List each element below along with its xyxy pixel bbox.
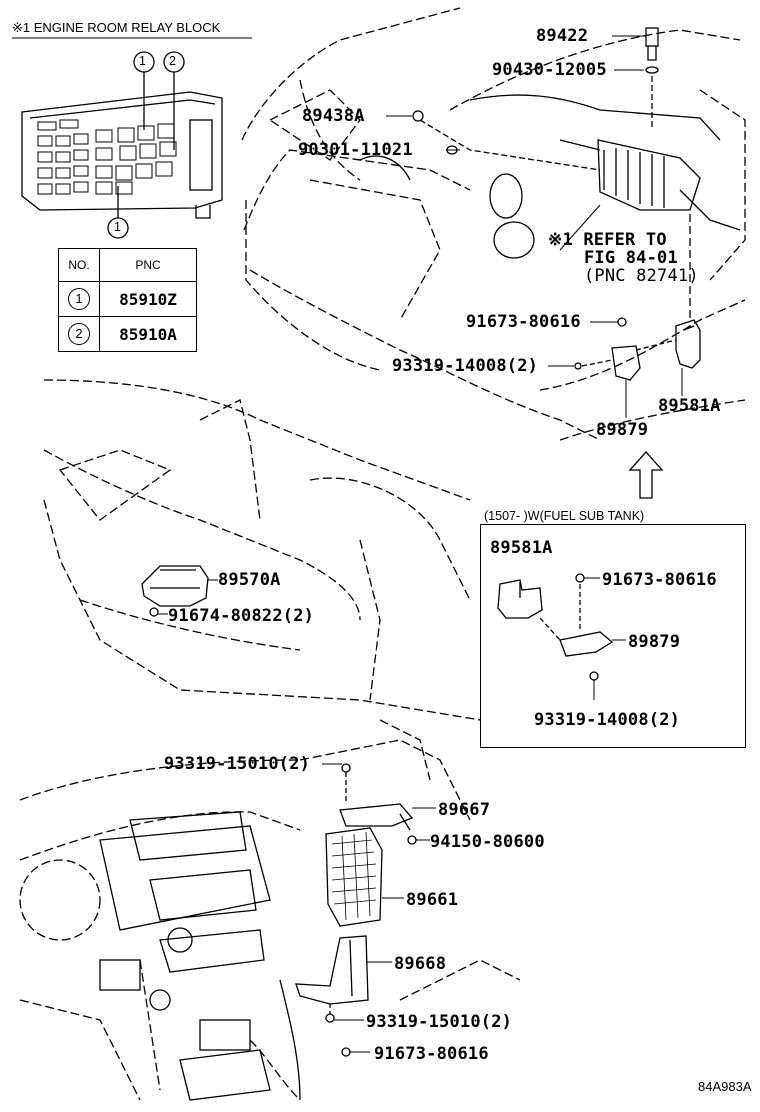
pnc-row-no: 1 bbox=[68, 288, 90, 310]
pnc-header-no: NO. bbox=[58, 248, 100, 282]
refer-note-line1: ※1 REFER TO bbox=[548, 230, 667, 250]
headlight-area bbox=[359, 155, 535, 259]
dashboard-drawing bbox=[19, 719, 521, 1101]
part-label-90301-11021: 90301-11021 bbox=[298, 140, 413, 160]
vehicle-front-drawing bbox=[241, 7, 746, 441]
fuel-sub-tank-box-title: (1507- )W(FUEL SUB TANK) bbox=[480, 509, 649, 523]
pnc-row-value: 85910Z bbox=[99, 281, 197, 317]
fuel-sub-tank-variant-box bbox=[480, 524, 746, 748]
part-label-89667: 89667 bbox=[438, 800, 491, 820]
sub-tank-parts-drawing bbox=[497, 573, 626, 700]
part-label-93319-14008-box: 93319-14008(2) bbox=[534, 710, 681, 730]
part-89422-drawing bbox=[612, 27, 659, 130]
figure-code: 84A983A bbox=[698, 1079, 752, 1094]
pnc-row-value: 85910A bbox=[99, 316, 197, 352]
table-row: 1 85910Z bbox=[58, 281, 197, 317]
part-label-91673-80616-box: 91673-80616 bbox=[602, 570, 717, 590]
pnc-row-no: 2 bbox=[68, 323, 90, 345]
pnc-table: NO. PNC 1 85910Z 2 85910A bbox=[58, 248, 197, 352]
relay-block-title: ※1 ENGINE ROOM RELAY BLOCK bbox=[12, 20, 221, 35]
part-label-91674-80822: 91674-80822(2) bbox=[168, 606, 315, 626]
part-label-93319-14008-upper: 93319-14008(2) bbox=[392, 356, 539, 376]
ecu-89661-drawing bbox=[325, 827, 404, 927]
part-label-91673-80616-lower: 91673-80616 bbox=[374, 1044, 489, 1064]
part-label-89879-upper: 89879 bbox=[596, 420, 649, 440]
relay-callout-1b: 1 bbox=[114, 220, 121, 234]
part-label-94150-80600: 94150-80600 bbox=[430, 832, 545, 852]
bracket-89668-drawing bbox=[295, 935, 392, 1057]
pnc-table-header: NO. PNC bbox=[58, 248, 197, 282]
table-row: 2 85910A bbox=[58, 316, 197, 352]
interior-floor-drawing bbox=[43, 379, 481, 721]
relay-block-drawing bbox=[12, 37, 252, 239]
refer-note-line3: (PNC 82741) bbox=[584, 266, 699, 286]
part-89570A-drawing bbox=[141, 565, 218, 617]
refer-note-line2: FIG 84-01 bbox=[584, 248, 678, 268]
module-89581A-drawing bbox=[548, 210, 701, 418]
part-label-89570A: 89570A bbox=[218, 570, 281, 590]
bracket-89667-drawing bbox=[322, 763, 436, 845]
part-label-93319-15010-upper: 93319-15010(2) bbox=[164, 754, 311, 774]
part-label-89581A-box: 89581A bbox=[490, 538, 553, 558]
relay-callout-1: 1 bbox=[139, 54, 146, 68]
part-label-90430-12005: 90430-12005 bbox=[492, 60, 607, 80]
part-label-89668: 89668 bbox=[394, 954, 447, 974]
part-label-89438A: 89438A bbox=[302, 106, 365, 126]
relay-callout-2: 2 bbox=[169, 54, 176, 68]
engine-relay-housing bbox=[469, 94, 741, 231]
pnc-header-pnc: PNC bbox=[99, 248, 197, 282]
part-label-89581A-upper: 89581A bbox=[658, 396, 721, 416]
part-label-89422: 89422 bbox=[536, 26, 589, 46]
part-label-89879-box: 89879 bbox=[628, 632, 681, 652]
part-label-91673-80616-upper: 91673-80616 bbox=[466, 312, 581, 332]
reference-arrow bbox=[628, 451, 664, 499]
part-label-89661: 89661 bbox=[406, 890, 459, 910]
part-label-93319-15010-lower: 93319-15010(2) bbox=[366, 1012, 513, 1032]
part-89438A-drawing bbox=[386, 110, 601, 171]
